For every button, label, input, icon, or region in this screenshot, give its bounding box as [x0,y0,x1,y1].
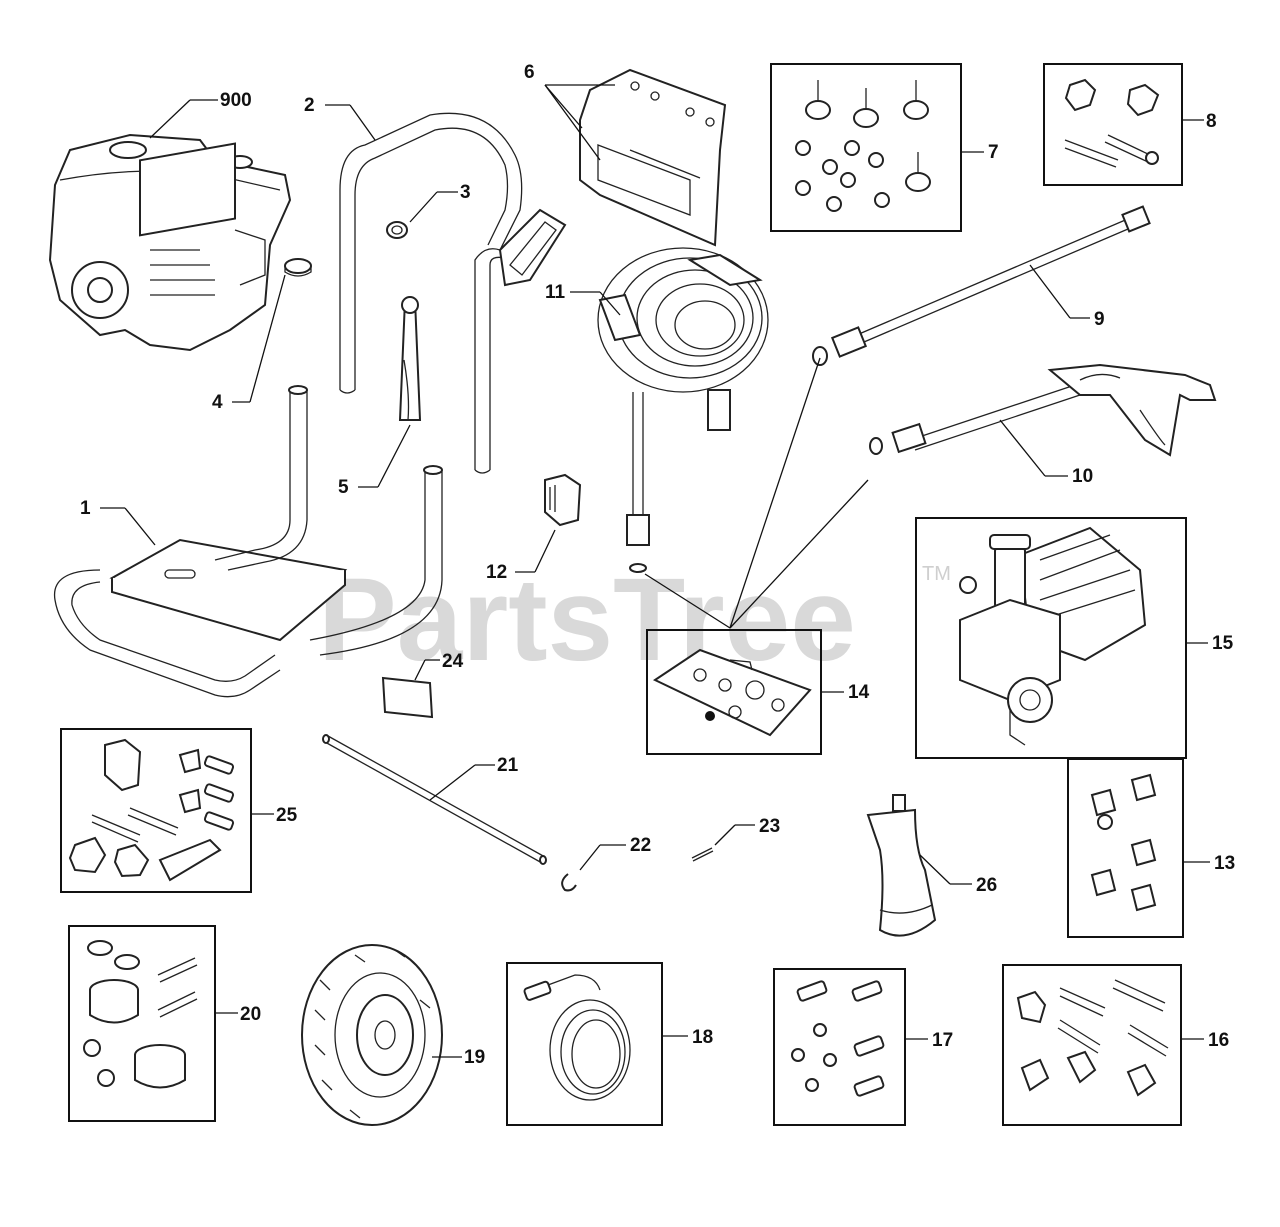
leader-12 [534,529,556,573]
leader-11 [599,291,621,316]
callout-15[interactable]: 15 [1212,633,1234,654]
part-17-screws-washers [791,980,885,1097]
part-18-cleaning-kit [523,974,631,1101]
part-23-pin[interactable] [691,847,714,862]
leader-23 [714,824,736,846]
leader-22 [579,844,601,871]
part-19-wheel[interactable] [301,944,443,1126]
part-8-box[interactable] [1043,63,1183,186]
part-2-handle[interactable] [339,112,567,474]
part-11-hose[interactable] [597,247,769,573]
part-5-strap[interactable] [398,296,422,421]
callout-12[interactable]: 12 [486,562,507,583]
leader-5 [377,424,411,488]
part-25-hardware-kit [68,738,235,882]
part-18-box[interactable] [506,962,663,1126]
callout-22[interactable]: 22 [630,835,651,856]
callout-24[interactable]: 24 [442,651,464,672]
part-20-box[interactable] [68,925,216,1122]
callout-11[interactable]: 11 [545,282,566,303]
callout-16[interactable]: 16 [1208,1030,1229,1051]
callout-21[interactable]: 21 [497,755,519,776]
leader-6b [544,84,583,129]
callout-5[interactable]: 5 [338,477,349,498]
leader-4 [249,274,286,403]
callout-900[interactable]: 900 [220,90,252,111]
part-6-decal-panel[interactable] [579,68,727,247]
part-24-label[interactable] [381,676,434,719]
callout-19[interactable]: 19 [464,1047,485,1068]
part-16-brackets-bolts [1016,979,1169,1097]
part-9-lance[interactable] [812,205,1151,366]
leader-14b [729,357,821,629]
part-10-spray-gun[interactable] [869,363,1217,457]
callout-17[interactable]: 17 [932,1030,953,1051]
watermark-text: PartsTree [318,554,856,686]
leader-9 [1029,264,1071,319]
part-1-frame-base[interactable] [53,385,443,698]
leader-3 [409,191,438,223]
part-22-clip[interactable] [561,873,577,892]
callout-10[interactable]: 10 [1072,466,1093,487]
leader-10 [999,419,1046,477]
part-26-detergent-bottle[interactable] [866,794,937,937]
leader-14a [644,573,731,629]
part-7-box[interactable] [770,63,962,232]
part-21-axle[interactable] [322,734,547,865]
leader-21 [429,764,476,801]
callout-4[interactable]: 4 [212,392,223,413]
part-4-cap[interactable] [284,258,312,277]
callout-26[interactable]: 26 [976,875,997,896]
callout-9[interactable]: 9 [1094,309,1105,330]
part-8-knobs-bolts [1064,78,1160,168]
part-20-bumpers-bolts [83,940,198,1089]
part-3-plug[interactable] [386,221,408,239]
part-13-box[interactable] [1067,758,1184,938]
callout-14[interactable]: 14 [848,682,870,703]
callout-6[interactable]: 6 [524,62,535,83]
part-17-box[interactable] [773,968,906,1126]
part-12-hose-hook[interactable] [544,473,582,527]
part-14-seal-kit [652,648,812,737]
leader-26 [919,854,951,885]
leader-1 [124,507,156,546]
callout-1[interactable]: 1 [80,498,91,519]
callout-7[interactable]: 7 [988,142,999,163]
leader-6c [544,84,601,161]
watermark-trademark: TM [922,563,951,585]
part-16-box[interactable] [1002,964,1182,1126]
part-900-engine[interactable] [48,133,292,352]
part-25-box[interactable] [60,728,252,893]
part-7-mounts-nuts [795,80,931,212]
leader-900 [149,99,191,139]
callout-13[interactable]: 13 [1214,853,1235,874]
part-13-nozzles [1090,773,1157,912]
callout-8[interactable]: 8 [1206,111,1217,132]
callout-2[interactable]: 2 [304,95,315,116]
leader-24 [414,659,426,681]
leader-14c [729,479,869,629]
callout-23[interactable]: 23 [759,816,780,837]
callout-25[interactable]: 25 [276,805,298,826]
callout-18[interactable]: 18 [692,1027,713,1048]
callout-3[interactable]: 3 [460,182,471,203]
part-15-box[interactable] [915,517,1187,759]
part-15-pump [959,526,1147,746]
callout-20[interactable]: 20 [240,1004,261,1025]
leader-2 [349,104,376,141]
